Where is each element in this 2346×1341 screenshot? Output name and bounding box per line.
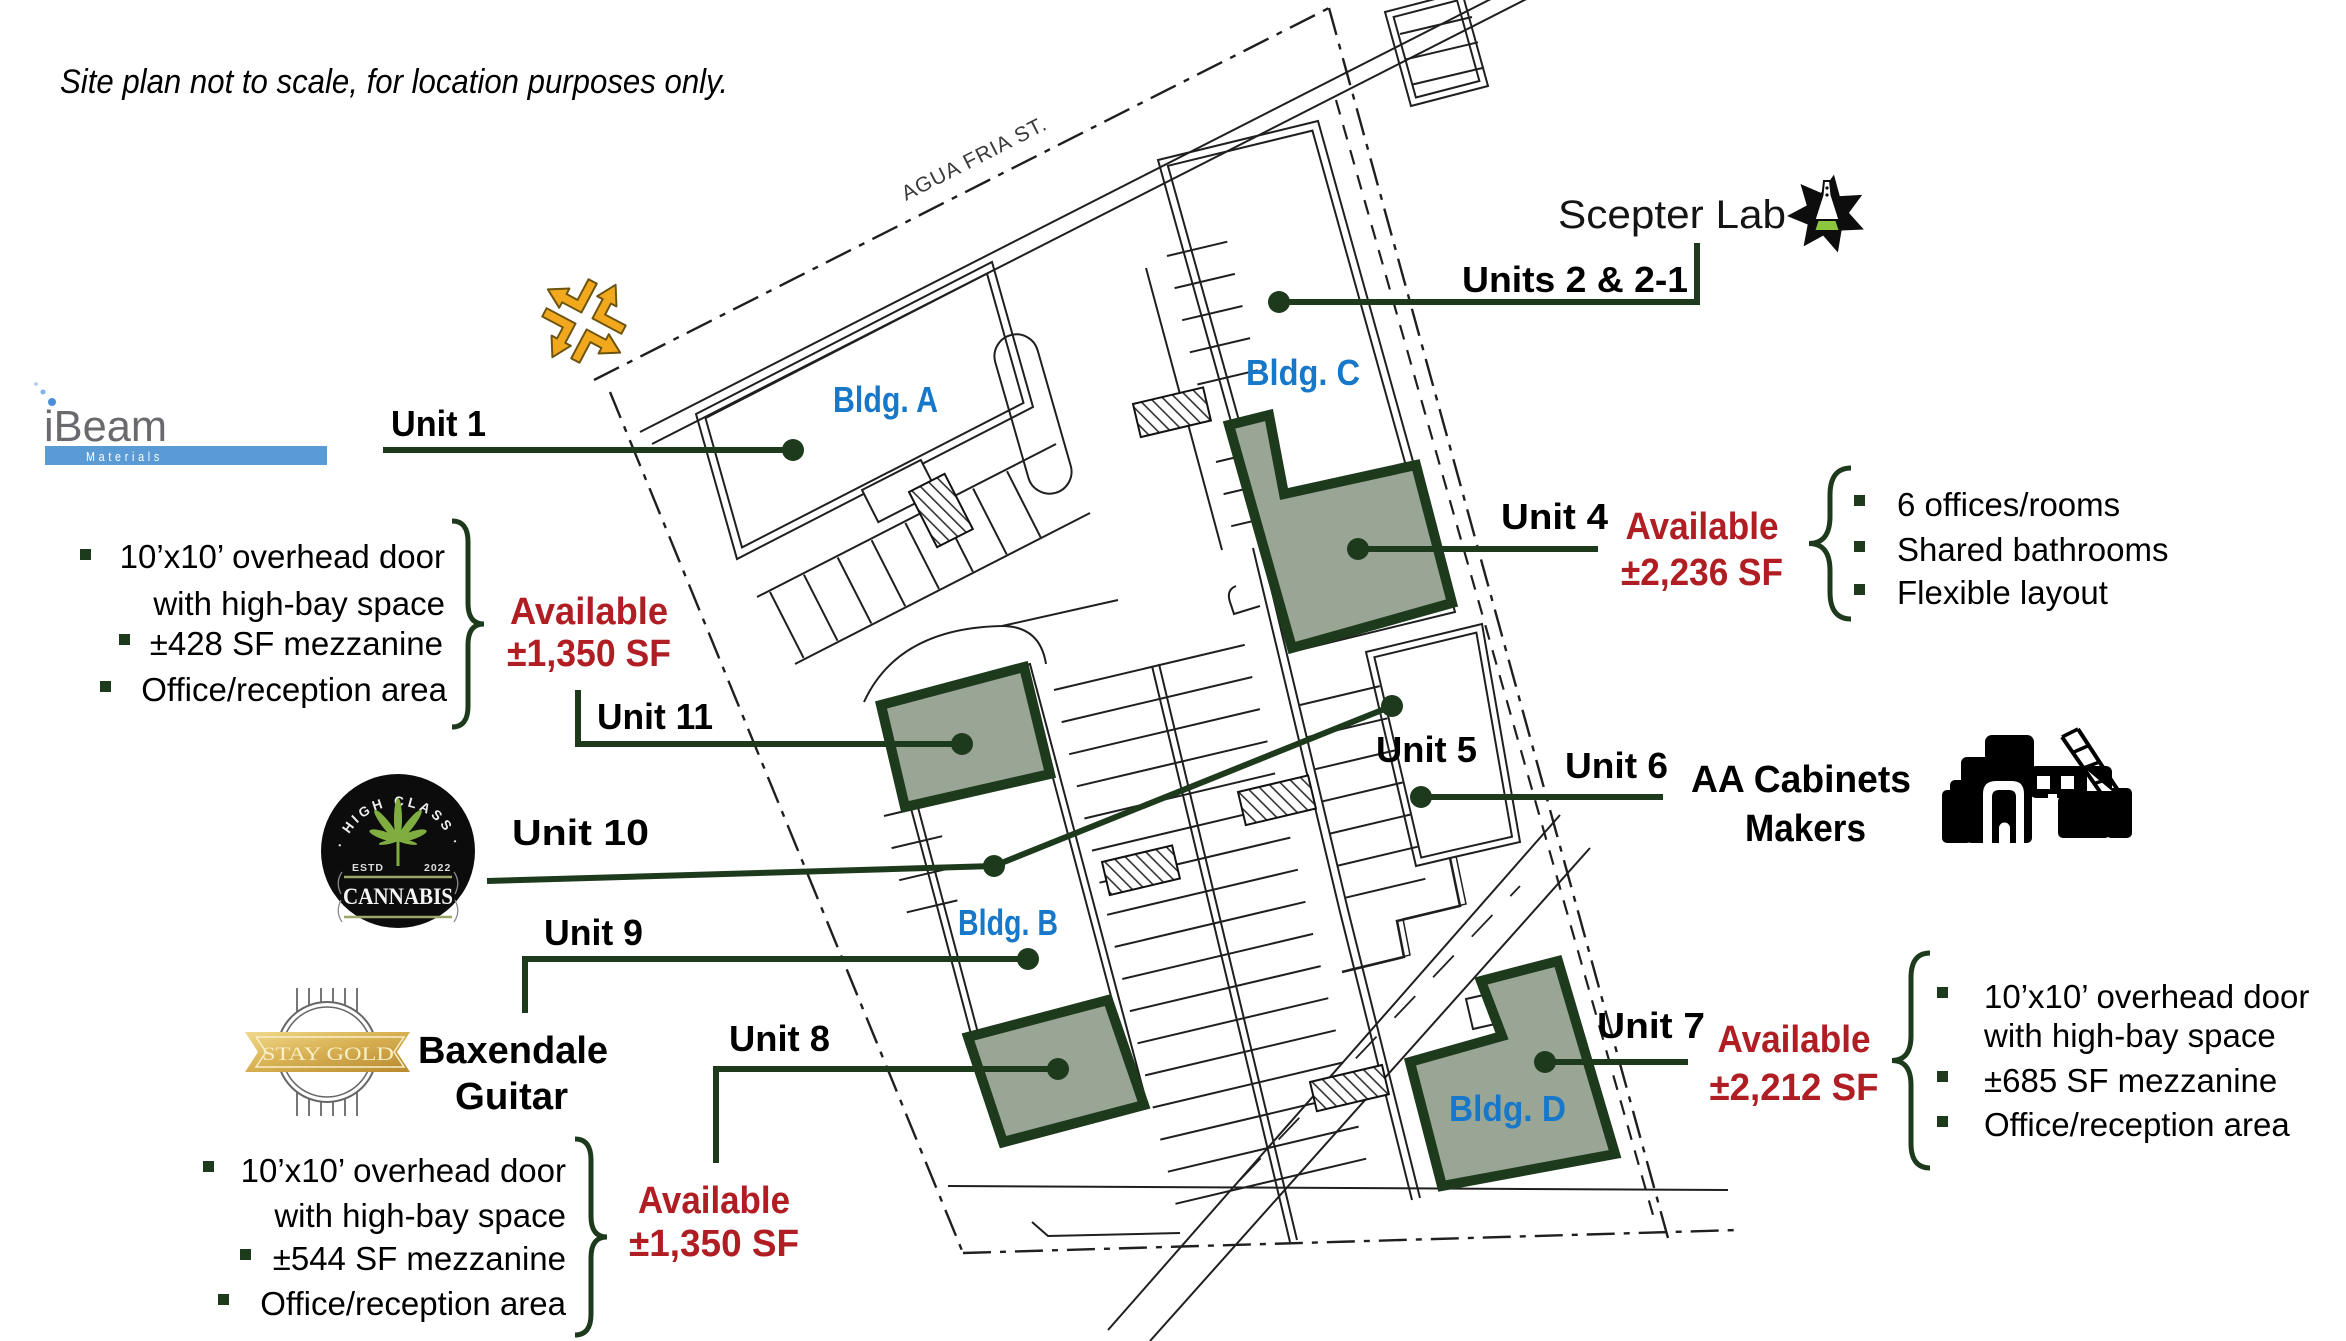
svg-text:CANNABIS: CANNABIS (343, 884, 453, 909)
svg-text:STAY GOLD: STAY GOLD (262, 1044, 394, 1065)
svg-text:iBeam: iBeam (44, 402, 167, 451)
svg-text:Units 2 & 2-1: Units 2 & 2-1 (1462, 259, 1688, 300)
svg-text:Unit 6: Unit 6 (1565, 745, 1668, 786)
svg-text:Makers: Makers (1745, 808, 1866, 850)
svg-text:Materials: Materials (86, 449, 163, 464)
svg-text:Office/reception area: Office/reception area (141, 671, 447, 708)
svg-text:±428 SF mezzanine: ±428 SF mezzanine (150, 625, 443, 662)
svg-text:±544 SF mezzanine: ±544 SF mezzanine (273, 1240, 566, 1277)
svg-text:±2,212 SF: ±2,212 SF (1710, 1067, 1879, 1109)
svg-text:Office/reception area: Office/reception area (1984, 1106, 2290, 1143)
svg-text:Site plan not to scale, for lo: Site plan not to scale, for location pur… (60, 63, 728, 101)
svg-text:Unit 7: Unit 7 (1597, 1005, 1705, 1046)
svg-text:6 offices/rooms: 6 offices/rooms (1897, 486, 2120, 523)
svg-text:10’x10’ overhead door: 10’x10’ overhead door (241, 1152, 566, 1189)
svg-text:±1,350 SF: ±1,350 SF (629, 1223, 799, 1265)
svg-text:Unit 8: Unit 8 (729, 1018, 830, 1059)
svg-text:with high-bay space: with high-bay space (273, 1197, 566, 1234)
svg-text:2022: 2022 (424, 862, 451, 874)
svg-text:10’x10’ overhead door: 10’x10’ overhead door (1984, 978, 2309, 1015)
svg-text:±685 SF mezzanine: ±685 SF mezzanine (1984, 1062, 2277, 1099)
svg-text:Unit 5: Unit 5 (1376, 729, 1477, 770)
svg-text:Bldg. B: Bldg. B (958, 902, 1058, 943)
svg-text:Available: Available (638, 1180, 790, 1222)
svg-text:AA Cabinets: AA Cabinets (1691, 759, 1911, 801)
svg-text:10’x10’ overhead door: 10’x10’ overhead door (120, 538, 445, 575)
svg-text:Unit 11: Unit 11 (597, 696, 713, 737)
svg-text:Available: Available (1626, 506, 1779, 548)
svg-text:Scepter Lab: Scepter Lab (1558, 193, 1786, 237)
svg-text:with high-bay space: with high-bay space (1983, 1017, 2276, 1054)
svg-text:Bldg. A: Bldg. A (833, 379, 938, 420)
svg-text:Available: Available (510, 591, 668, 633)
svg-text:Unit 10: Unit 10 (512, 812, 649, 853)
svg-text:Available: Available (1718, 1019, 1871, 1061)
svg-text:Bldg. C: Bldg. C (1246, 352, 1360, 393)
svg-text:±2,236 SF: ±2,236 SF (1621, 552, 1783, 594)
svg-text:Bldg. D: Bldg. D (1449, 1088, 1566, 1129)
svg-text:with high-bay space: with high-bay space (152, 585, 445, 622)
svg-text:Flexible layout: Flexible layout (1897, 574, 2108, 611)
svg-text:Guitar: Guitar (455, 1076, 568, 1118)
svg-text:Unit 9: Unit 9 (544, 912, 643, 953)
svg-text:Unit 1: Unit 1 (391, 403, 486, 444)
svg-text:Shared bathrooms: Shared bathrooms (1897, 531, 2169, 568)
svg-text:±1,350 SF: ±1,350 SF (507, 633, 671, 675)
svg-text:Office/reception area: Office/reception area (260, 1285, 566, 1322)
svg-text:Unit 4: Unit 4 (1501, 496, 1608, 537)
svg-text:Baxendale: Baxendale (418, 1030, 608, 1072)
svg-text:ESTD: ESTD (352, 862, 384, 874)
